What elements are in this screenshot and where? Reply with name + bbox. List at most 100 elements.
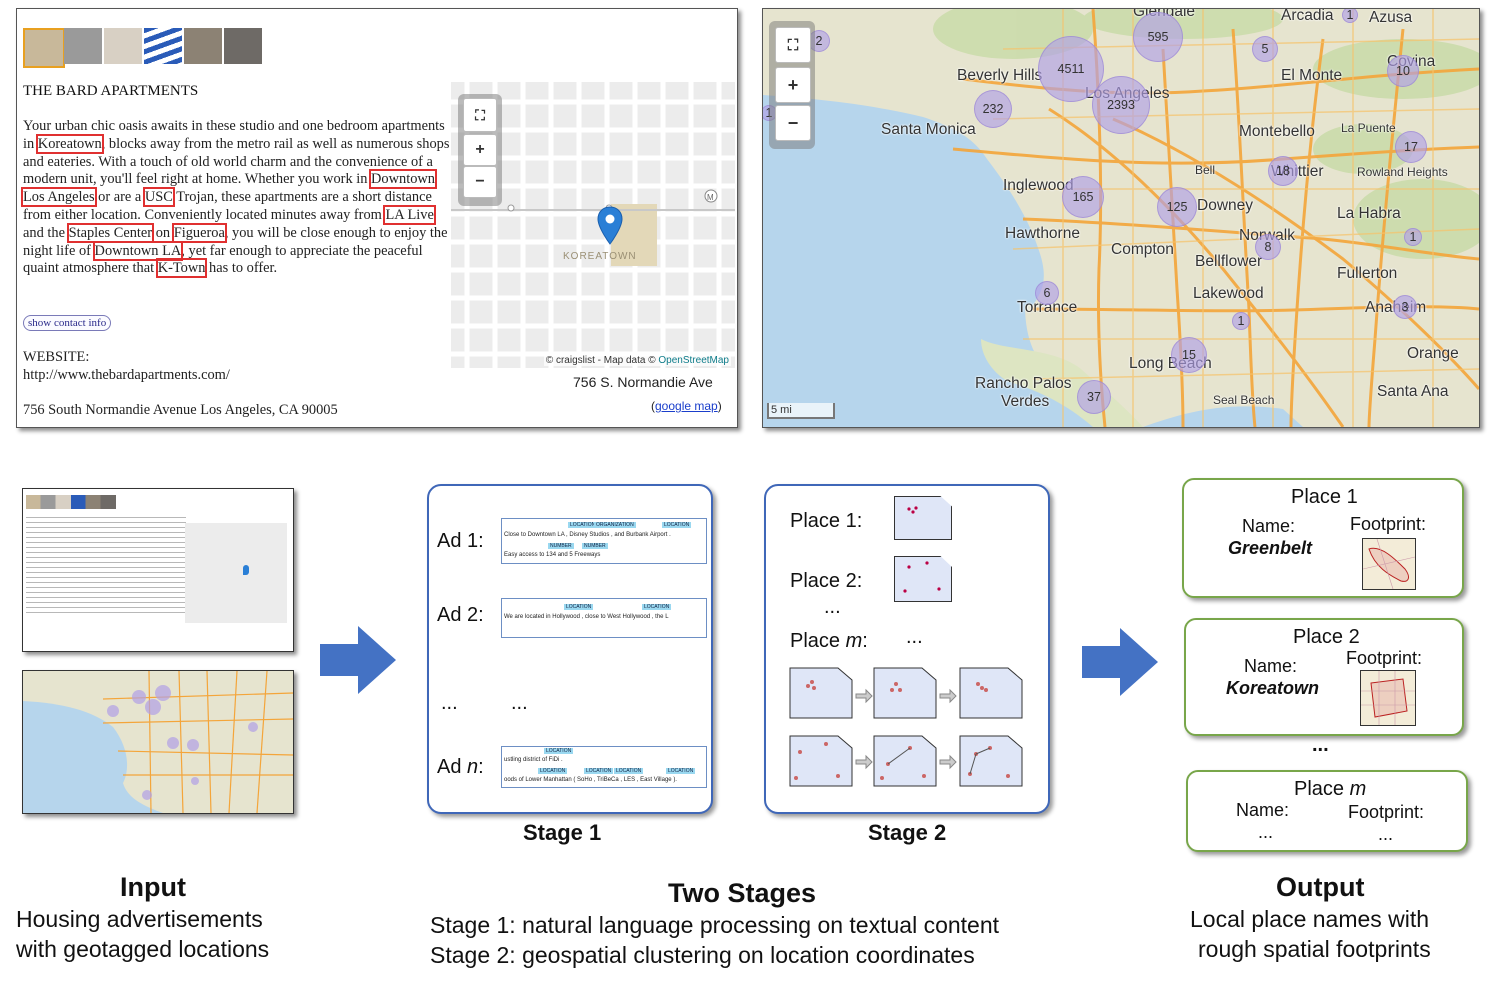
- fullscreen-icon[interactable]: ⛶: [463, 98, 497, 132]
- photo-thumbnail[interactable]: [224, 28, 262, 64]
- ellipsis: ...: [511, 692, 528, 714]
- city-label: Beverly Hills: [957, 67, 1043, 84]
- photo-thumbnail[interactable]: [144, 28, 182, 64]
- photo-thumbnail[interactable]: [184, 28, 222, 64]
- city-label: Bellflower: [1195, 253, 1263, 270]
- listing-map[interactable]: M KOREATOWN ⛶ + − © craigslist - Map dat…: [451, 82, 735, 368]
- city-label: Fullerton: [1337, 265, 1398, 282]
- ad-label: Ad 2:: [437, 604, 484, 626]
- svg-text:M: M: [707, 193, 714, 202]
- listing-description: Your urban chic oasis awaits in these st…: [21, 118, 451, 279]
- cluster-marker[interactable]: 10: [1387, 55, 1419, 87]
- output-place-card: Place m Name: Footprint: ... ...: [1186, 770, 1468, 852]
- ad-text-strip: LOCATION ORGANIZATION LOCATION Close to …: [501, 518, 707, 564]
- footprint-label: Footprint:: [1346, 648, 1423, 668]
- show-contact-info-button[interactable]: show contact info: [23, 315, 112, 331]
- google-map-link-wrap: (google map): [651, 399, 722, 413]
- entity-tag: NUMBER: [548, 543, 574, 549]
- entity-tag: LOCATION: [662, 522, 692, 528]
- highlighted-place-name: Downtown Los Angeles: [21, 169, 437, 208]
- footprint-map: [1362, 538, 1416, 590]
- ad-label-n: Ad n:: [437, 756, 484, 778]
- place-title: Place 2: [1293, 626, 1360, 648]
- input-caption-title: Input: [120, 872, 186, 902]
- city-label: Lakewood: [1193, 285, 1264, 302]
- ad-label: Ad 1:: [437, 530, 484, 552]
- cluster-marker[interactable]: 15: [1171, 337, 1207, 373]
- scale-bar: 5 mi: [767, 403, 835, 419]
- photo-thumbnail[interactable]: [104, 28, 142, 64]
- zoom-in-icon[interactable]: +: [463, 134, 497, 166]
- entity-tag: LOCATION: [666, 768, 696, 774]
- input-caption-line: with geotagged locations: [16, 936, 270, 962]
- fullscreen-icon[interactable]: ⛶: [775, 27, 811, 63]
- entity-tag: LOCATION: [564, 604, 594, 610]
- cluster-marker[interactable]: 232: [974, 90, 1012, 128]
- cluster-marker[interactable]: 37: [1077, 380, 1111, 414]
- cluster-marker[interactable]: 6: [1035, 281, 1059, 305]
- listing-address: 756 South Normandie Avenue Los Angeles, …: [23, 402, 338, 418]
- highlighted-place-name: Koreatown: [35, 133, 104, 154]
- footprint-label: Footprint:: [1350, 514, 1427, 534]
- place-label-m: Place m:: [790, 630, 868, 652]
- stage1-caption: Stage 1: [523, 820, 602, 845]
- ellipsis: ...: [824, 596, 841, 618]
- website-label: WEBSITE:: [23, 349, 90, 365]
- openstreetmap-link[interactable]: OpenStreetMap: [658, 355, 729, 366]
- input-caption-line: Housing advertisements: [16, 906, 263, 932]
- cluster-marker[interactable]: 2393: [1092, 76, 1150, 134]
- point-cluster-card: [894, 556, 952, 602]
- cluster-marker[interactable]: 1: [1404, 228, 1422, 246]
- city-label: Compton: [1111, 241, 1174, 258]
- description-text: on: [152, 224, 174, 241]
- cluster-marker[interactable]: 4511: [1038, 36, 1104, 102]
- cluster-marker[interactable]: 18: [1268, 156, 1298, 186]
- photo-thumbnail[interactable]: [23, 28, 65, 68]
- city-label: Bell: [1195, 163, 1216, 177]
- cluster-marker[interactable]: 595: [1133, 12, 1183, 62]
- city-label: Santa Monica: [881, 121, 976, 138]
- city-label: Inglewood: [1003, 177, 1074, 194]
- zoom-out-icon[interactable]: −: [463, 166, 497, 198]
- photo-thumbnail[interactable]: [64, 28, 102, 64]
- text-lines: [26, 517, 186, 617]
- location-marker-icon: [243, 565, 249, 575]
- website-url[interactable]: http://www.thebardapartments.com/: [23, 367, 230, 383]
- cluster-marker[interactable]: 8: [1255, 234, 1281, 260]
- entity-tag: LOCATION: [584, 768, 614, 774]
- stages-caption-title: Two Stages: [668, 878, 817, 908]
- ad-text-line: oods of Lower Manhattan ( SoHo , TriBeCa…: [504, 777, 677, 783]
- city-label: Montebello: [1239, 123, 1315, 140]
- city-label: Orange: [1407, 345, 1459, 362]
- zoom-in-icon[interactable]: +: [775, 67, 811, 103]
- entity-tag: NUMBER: [582, 543, 608, 549]
- description-text: and the: [23, 224, 69, 241]
- output-place-card: Place 1 Name: Footprint: Greenbelt: [1182, 478, 1464, 598]
- cluster-marker[interactable]: 125: [1157, 187, 1197, 227]
- cluster-marker[interactable]: 5: [1252, 36, 1278, 62]
- output-caption-title: Output: [1276, 872, 1365, 902]
- cluster-marker[interactable]: 3: [1393, 295, 1417, 319]
- highlighted-place-name: LA Live: [383, 204, 436, 225]
- stage1-panel: Ad 1: LOCATION ORGANIZATION LOCATION Clo…: [427, 484, 713, 814]
- place-title: Place 1: [1291, 486, 1358, 508]
- cluster-marker[interactable]: 1: [1342, 9, 1358, 23]
- cluster-marker[interactable]: 165: [1062, 176, 1104, 218]
- listing-screenshot: THE BARD APARTMENTS Your urban chic oasi…: [16, 8, 738, 428]
- location-marker-icon[interactable]: [597, 206, 623, 246]
- city-label: El Monte: [1281, 67, 1343, 84]
- highlighted-place-name: Staples Center: [66, 222, 155, 243]
- input-listing-thumbnail: [22, 488, 294, 652]
- cluster-marker[interactable]: 17: [1395, 131, 1427, 163]
- mini-cluster-map: [23, 671, 293, 813]
- input-map-thumbnail: [22, 670, 294, 814]
- city-label: Hawthorne: [1005, 225, 1080, 242]
- google-map-link[interactable]: google map: [655, 399, 718, 413]
- stage2-panel: Place 1: Place 2: ... Place m: ...: [764, 484, 1050, 814]
- entity-tag: LOCATION: [614, 768, 644, 774]
- map-attribution: © craigslist - Map data © OpenStreetMap: [543, 355, 731, 366]
- cluster-marker[interactable]: 1: [1232, 312, 1250, 330]
- mini-map: [185, 523, 287, 623]
- zoom-out-icon[interactable]: −: [775, 105, 811, 141]
